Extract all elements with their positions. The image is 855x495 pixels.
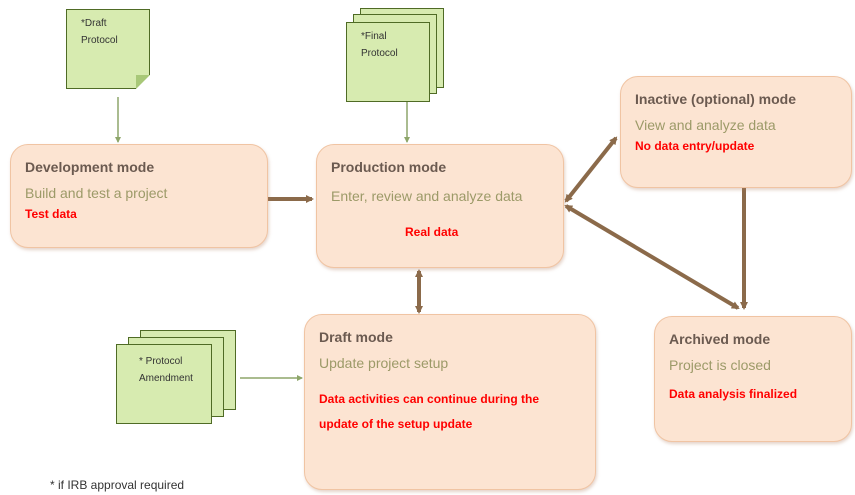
production-mode-note: Real data: [405, 225, 459, 239]
inactive-mode-desc: View and analyze data: [635, 117, 776, 133]
draft-mode-note: Data activities can continue during the …: [319, 392, 540, 431]
protocol-amendment-line1: * Protocol: [139, 356, 183, 367]
development-mode-box: Development mode Build and test a projec…: [10, 144, 268, 248]
production-archived-arrow: [564, 204, 740, 310]
draft-mode-title: Draft mode: [319, 329, 393, 345]
development-mode-desc: Build and test a project: [25, 185, 168, 201]
protocol-amendment-document: * Protocol Amendment: [116, 330, 240, 426]
final-protocol-line2: Protocol: [361, 48, 398, 59]
archived-mode-desc: Project is closed: [669, 357, 771, 373]
protocol-amendment-sheet: * Protocol Amendment: [116, 344, 212, 424]
development-mode-note: Test data: [25, 207, 77, 221]
production-mode-title: Production mode: [331, 159, 447, 175]
inactive-mode-title: Inactive (optional) mode: [635, 91, 797, 107]
production-mode-box: Production mode Enter, review and analyz…: [316, 144, 564, 268]
draft-protocol-document: *Draft Protocol: [66, 9, 152, 95]
archived-mode-note: Data analysis finalized: [669, 387, 798, 401]
production-inactive-arrow: [564, 136, 618, 203]
archived-mode-title: Archived mode: [669, 331, 771, 347]
development-mode-title: Development mode: [25, 159, 155, 175]
final-protocol-line1: *Final: [361, 31, 387, 42]
footnote: * if IRB approval required: [50, 478, 185, 492]
inactive-mode-note: No data entry/update: [635, 139, 755, 153]
draft-mode-box: Draft mode Update project setup Data act…: [304, 314, 596, 490]
draft-mode-desc: Update project setup: [319, 355, 449, 371]
production-mode-desc: Enter, review and analyze data: [331, 188, 523, 204]
archived-mode-box: Archived mode Project is closed Data ana…: [654, 316, 852, 442]
final-protocol-sheet: *Final Protocol: [346, 22, 430, 102]
final-protocol-document: *Final Protocol: [346, 8, 446, 104]
protocol-amendment-line2: Amendment: [139, 373, 193, 384]
inactive-mode-box: Inactive (optional) mode View and analyz…: [620, 76, 852, 188]
draft-protocol-line1: *Draft: [81, 18, 107, 29]
page-fold-icon: [136, 75, 150, 89]
draft-protocol-line2: Protocol: [81, 35, 118, 46]
